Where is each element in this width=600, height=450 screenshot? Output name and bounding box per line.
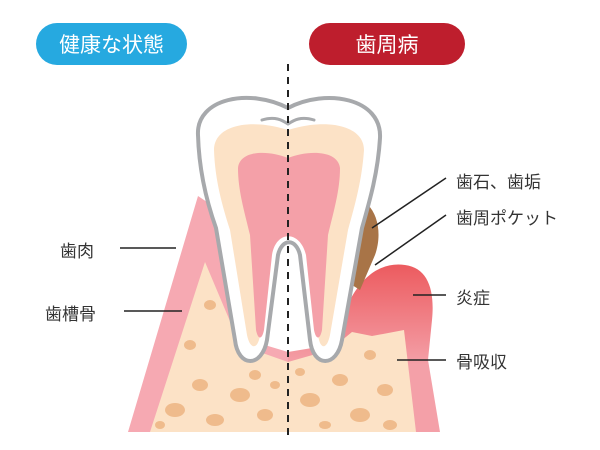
label-inflammation: 炎症 bbox=[456, 289, 490, 309]
label-gum: 歯肉 bbox=[60, 242, 94, 262]
bone-texture bbox=[155, 300, 397, 430]
leader-lines bbox=[120, 177, 447, 361]
periodontitis-badge: 歯周病 bbox=[309, 23, 465, 65]
tartar-deposit bbox=[352, 205, 379, 290]
label-alveolar-bone: 歯槽骨 bbox=[45, 305, 96, 325]
tooth-pulp bbox=[238, 152, 340, 338]
label-bone-resorption: 骨吸収 bbox=[456, 353, 507, 373]
healthy-bone bbox=[150, 262, 288, 432]
label-tartar-plaque: 歯石、歯垢 bbox=[456, 173, 541, 193]
label-periodontal-pocket: 歯周ポケット bbox=[456, 209, 558, 229]
healthy-state-badge: 健康な状態 bbox=[36, 23, 187, 65]
